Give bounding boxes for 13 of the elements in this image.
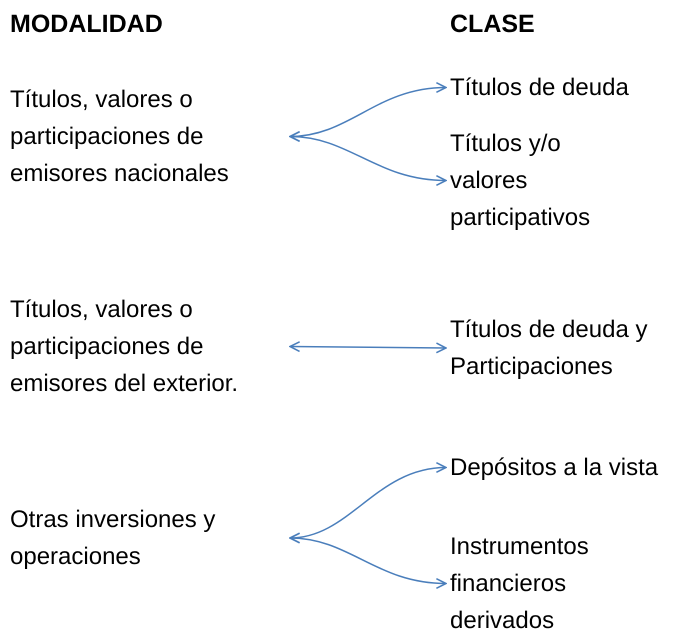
column-heading: CLASE [450, 9, 535, 40]
category-text: Títulos, valores o participaciones de emisores nacionales [10, 81, 290, 192]
category-text: Títulos, valores o participaciones de emisores del exterior. [10, 291, 290, 402]
arrow [289, 533, 447, 589]
category-text: Títulos de deuda [450, 69, 629, 106]
category-text: Depósitos a la vista [450, 449, 658, 486]
column-heading: MODALIDAD [10, 9, 163, 40]
arrow [289, 341, 447, 354]
category-text: Títulos y/o valores participativos [450, 125, 610, 236]
category-text: Instrumentos financieros derivados [450, 528, 630, 639]
category-text: Otras inversiones y operaciones [10, 501, 290, 575]
category-text: Títulos de deuda y Participaciones [450, 311, 665, 385]
arrow [289, 132, 447, 186]
